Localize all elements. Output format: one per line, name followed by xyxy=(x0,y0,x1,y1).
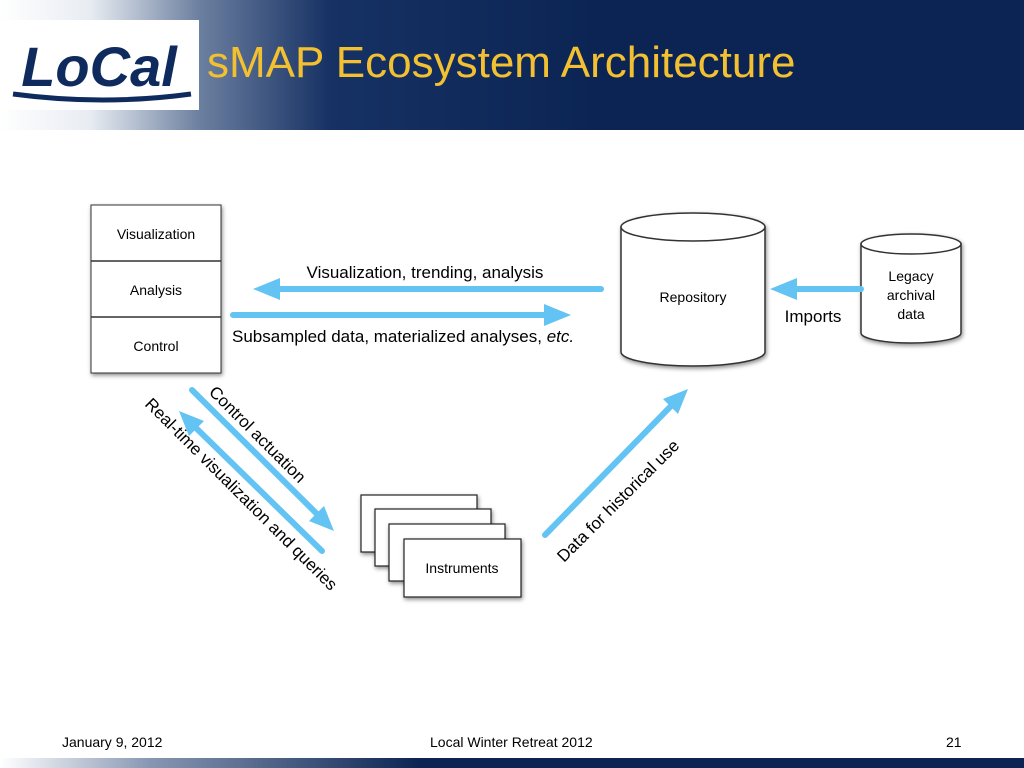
arrow-realtime-head xyxy=(179,411,204,436)
arrow-repo-to-apps-head xyxy=(253,278,280,300)
label-imports: Imports xyxy=(785,307,842,326)
footer-page-number: 21 xyxy=(946,734,962,750)
instruments-stack xyxy=(360,494,522,598)
legacy-label-line-2: archival xyxy=(887,287,935,303)
legacy-label-line-3: data xyxy=(897,306,924,322)
stack-visualization-label: Visualization xyxy=(117,226,195,242)
local-logo-icon: LoCal xyxy=(12,35,192,103)
label-to-repo: Subsampled data, materialized analyses, … xyxy=(232,327,574,346)
legacy-data-cylinder xyxy=(860,233,962,344)
footer-event: Local Winter Retreat 2012 xyxy=(430,734,593,750)
footer-date: January 9, 2012 xyxy=(62,734,163,750)
slide-title: sMAP Ecosystem Architecture xyxy=(207,38,796,87)
architecture-diagram: Visualization Analysis Control Repositor… xyxy=(90,204,962,598)
slide-header: LoCal sMAP Ecosystem Architecture xyxy=(0,0,1024,130)
flow-arrows xyxy=(179,278,864,554)
instruments-label: Instruments xyxy=(425,560,498,576)
logo: LoCal xyxy=(3,20,199,110)
stack-control-label: Control xyxy=(133,338,178,354)
application-stack xyxy=(90,204,222,374)
stack-analysis-label: Analysis xyxy=(130,282,182,298)
arrow-historical xyxy=(542,402,675,538)
repository-cylinder xyxy=(620,212,766,367)
label-to-repo-text: Subsampled data, materialized analyses, xyxy=(232,327,547,346)
footer-bar xyxy=(0,758,1024,768)
arrow-imports-head xyxy=(770,278,797,300)
arrow-control-actuation-head xyxy=(309,506,334,531)
arrow-realtime xyxy=(192,424,325,554)
logo-text: LoCal xyxy=(21,35,178,98)
label-historical: Data for historical use xyxy=(553,436,683,566)
arrow-apps-to-repo-head xyxy=(544,304,571,326)
label-to-repo-etc: etc. xyxy=(547,327,574,346)
label-to-apps: Visualization, trending, analysis xyxy=(307,263,544,282)
legacy-label-line-1: Legacy xyxy=(888,268,933,284)
arrow-control-actuation xyxy=(189,387,321,518)
arrow-historical-head xyxy=(663,389,688,414)
repository-label: Repository xyxy=(660,289,727,305)
